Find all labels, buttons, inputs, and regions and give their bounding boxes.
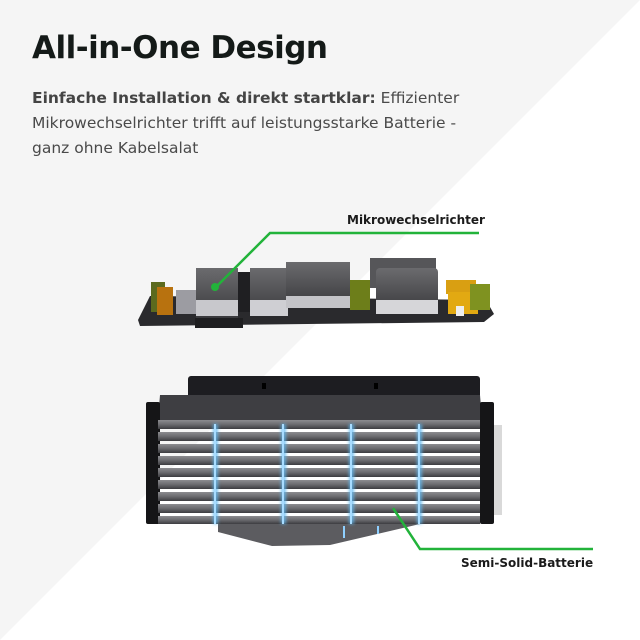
battery-callout-label: Semi-Solid-Batterie (461, 556, 594, 570)
inverter-callout-label: Mikrowechselrichter (347, 213, 485, 227)
intro-paragraph: Einfache Installation & direkt startklar… (32, 86, 462, 161)
battery-image (146, 376, 502, 546)
battery-glow-strips (213, 424, 422, 538)
intro-bold-text: Einfache Installation & direkt startklar… (32, 89, 376, 107)
page-title: All-in-One Design (32, 30, 328, 66)
intro-text: Effizienter Mikrowechselrichter trifft a… (32, 89, 460, 157)
microinverter-image (138, 258, 494, 328)
